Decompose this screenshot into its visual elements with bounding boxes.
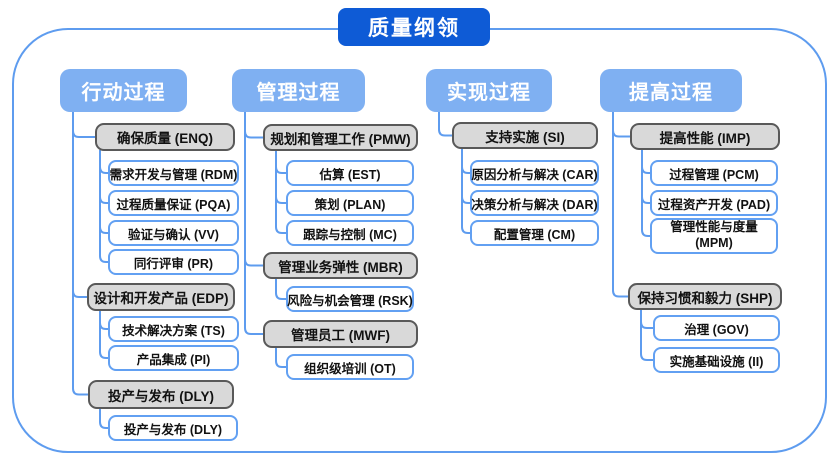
leaf-node-pqa: 过程质量保证 (PQA): [108, 190, 239, 216]
leaf-node-mpm: 管理性能与度量 (MPM): [650, 218, 778, 254]
column-header-improvement-process: 提高过程: [600, 69, 742, 112]
group-node-pmw: 规划和管理工作 (PMW): [263, 124, 418, 151]
leaf-node-pi: 产品集成 (PI): [108, 345, 239, 371]
leaf-node-rdm: 需求开发与管理 (RDM): [108, 160, 239, 186]
group-node-shp: 保持习惯和毅力 (SHP): [628, 283, 782, 310]
leaf-node-cm: 配置管理 (CM): [470, 220, 599, 246]
leaf-node-ot: 组织级培训 (OT): [286, 354, 414, 380]
group-node-mbr: 管理业务弹性 (MBR): [263, 252, 418, 279]
leaf-node-pr: 同行评审 (PR): [108, 249, 239, 275]
group-node-mwf: 管理员工 (MWF): [263, 320, 418, 348]
leaf-node-est: 估算 (EST): [286, 160, 414, 186]
leaf-node-pcm: 过程管理 (PCM): [650, 160, 778, 186]
group-node-imp: 提高性能 (IMP): [630, 123, 780, 150]
leaf-node-ii: 实施基础设施 (II): [653, 347, 780, 373]
group-node-dly: 投产与发布 (DLY): [88, 380, 234, 409]
leaf-node-rsk: 风险与机会管理 (RSK): [286, 286, 414, 312]
column-header-action-process: 行动过程: [60, 69, 187, 112]
group-node-edp: 设计和开发产品 (EDP): [87, 283, 235, 311]
column-header-management-process: 管理过程: [232, 69, 365, 112]
group-node-si: 支持实施 (SI): [452, 122, 598, 149]
leaf-node-dar: 决策分析与解决 (DAR): [470, 190, 599, 216]
leaf-node-pad: 过程资产开发 (PAD): [650, 190, 778, 216]
leaf-node-ts: 技术解决方案 (TS): [108, 316, 239, 342]
leaf-node-car: 原因分析与解决 (CAR): [470, 160, 599, 186]
leaf-node-gov: 治理 (GOV): [653, 315, 780, 341]
column-header-realization-process: 实现过程: [426, 69, 552, 112]
leaf-node-plan: 策划 (PLAN): [286, 190, 414, 216]
group-node-enq: 确保质量 (ENQ): [95, 123, 235, 151]
leaf-node-dly: 投产与发布 (DLY): [108, 415, 238, 441]
root-node-quality-program: 质量纲领: [338, 8, 490, 46]
leaf-node-vv: 验证与确认 (VV): [108, 220, 239, 246]
leaf-node-mc: 跟踪与控制 (MC): [286, 220, 414, 246]
